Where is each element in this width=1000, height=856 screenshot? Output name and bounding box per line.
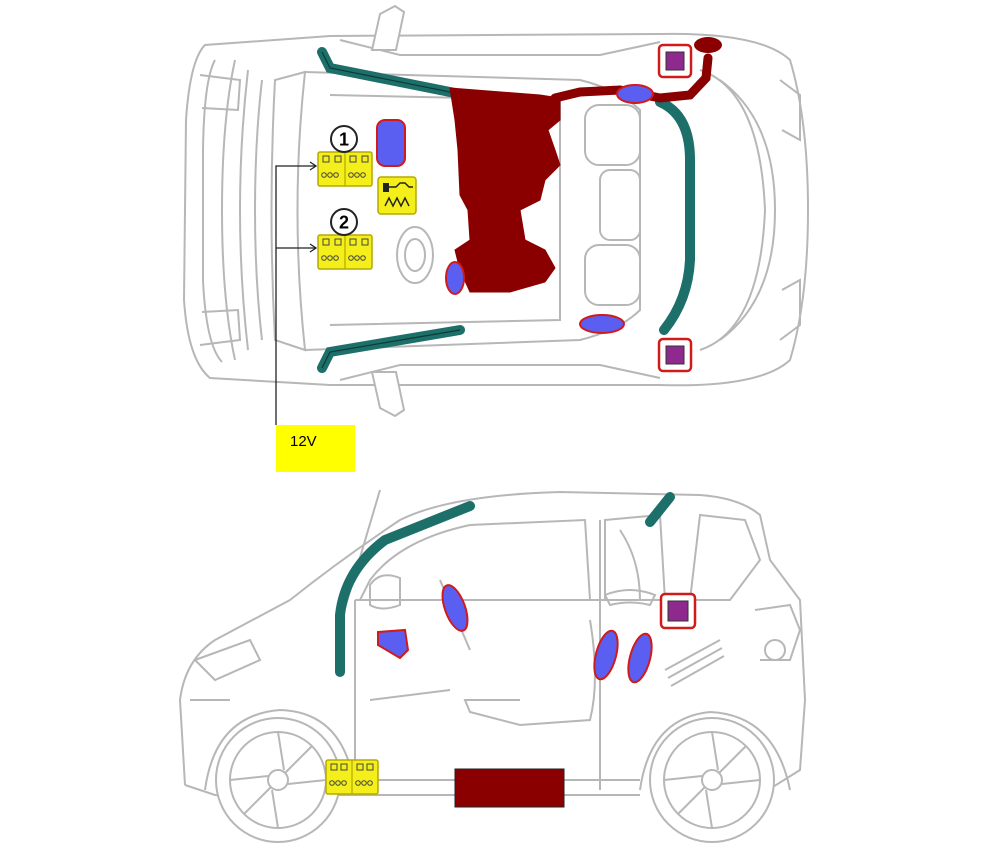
callout-2: 2	[330, 208, 358, 236]
airbag-steering-side	[441, 584, 469, 632]
car-side-view	[178, 489, 807, 801]
car-top-view	[182, 32, 810, 387]
fuel-tank-top	[449, 87, 561, 293]
callout-2-label: 2	[339, 213, 349, 233]
callout-1-label: 1	[339, 130, 349, 150]
reinforcement-outline-top	[321, 51, 466, 369]
fuel-tank-side	[454, 768, 565, 808]
airbag-side-top-upper	[616, 84, 654, 104]
mirror-top-left	[370, 4, 406, 51]
fuel-filler-line	[550, 53, 713, 103]
mirror-top-right	[370, 371, 406, 418]
voltage-label-box: 12V	[276, 425, 355, 472]
gas-generator-side	[659, 592, 697, 630]
callout-1: 1	[330, 125, 358, 153]
airbag-knee-top	[445, 261, 465, 295]
airbags-side	[377, 584, 653, 684]
fuel-filler-cap	[694, 37, 722, 53]
battery-1	[317, 151, 373, 187]
battery-side	[325, 759, 379, 795]
leader-lines	[275, 161, 318, 425]
front-wheel	[215, 717, 341, 843]
airbag-dashboard-side	[377, 628, 410, 660]
airbag-side-top-lower	[579, 314, 625, 334]
voltage-label: 12V	[290, 433, 317, 450]
battery-2	[317, 234, 373, 270]
airbag-seat-side-2	[627, 632, 653, 684]
roof-reinforcement-side	[335, 492, 675, 677]
airbag-seat-side-1	[593, 629, 619, 681]
airbags-top	[376, 84, 654, 334]
gas-generators-top	[657, 43, 693, 373]
pyro-igniter-icon	[377, 176, 417, 215]
rear-wheel	[649, 717, 775, 843]
airbag-driver-top	[376, 119, 406, 167]
